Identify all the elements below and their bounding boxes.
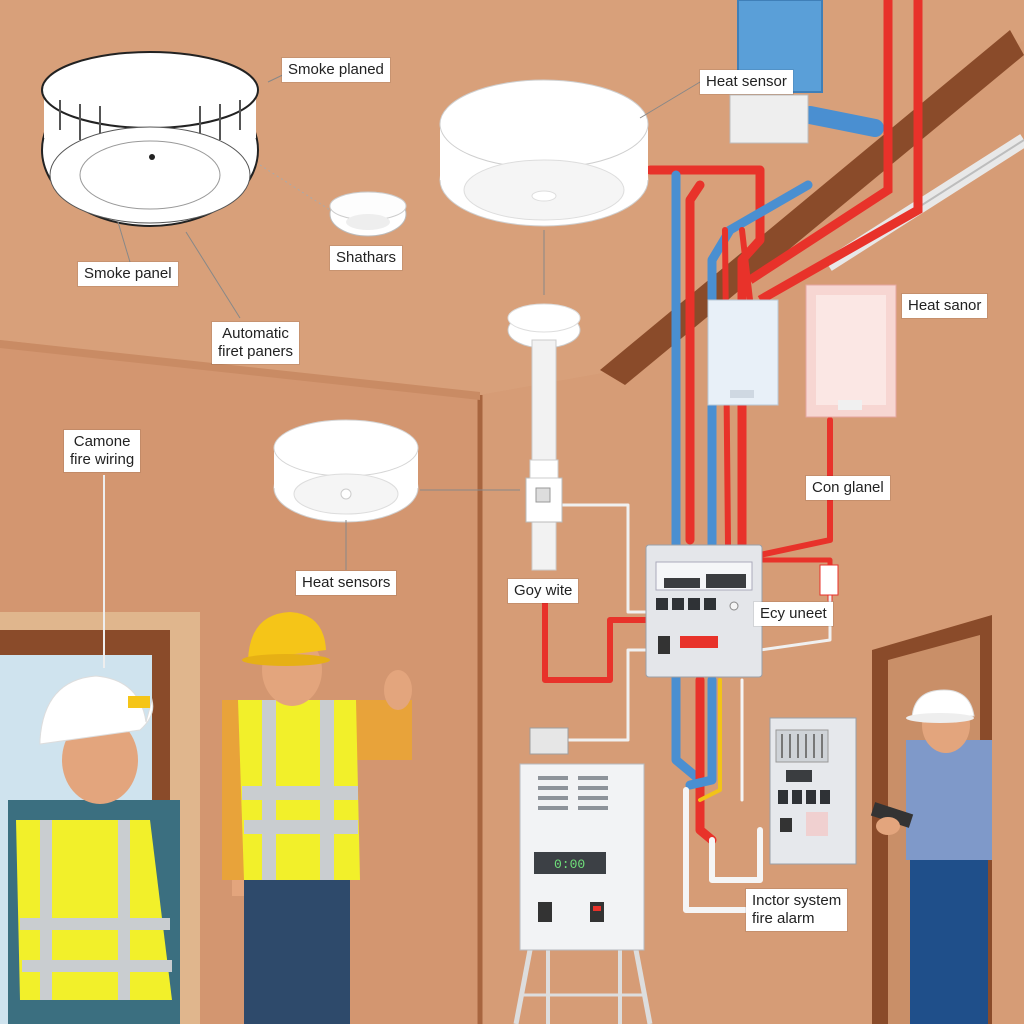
label-ecy-uneet: Ecy uneet <box>754 602 833 626</box>
label-automatic-line2: firet paners <box>218 343 294 360</box>
alarm-cabinet-display <box>534 852 606 874</box>
label-heat-sensors: Heat sensors <box>296 571 397 595</box>
smoke-detector-large <box>41 51 331 319</box>
worker-left <box>8 675 180 1024</box>
alarm-cabinet: 0:00 <box>513 763 653 1024</box>
drop-pipe <box>507 303 581 571</box>
side-panel <box>769 717 857 865</box>
label-inctor-line1: Inctor system <box>752 892 842 909</box>
label-inctor-line2: fire alarm <box>752 910 815 927</box>
label-automatic-fire-panels: Automatic firet paners <box>212 322 300 364</box>
small-sensor <box>329 191 407 237</box>
label-camone-fire-wiring: Camone fire wiring <box>64 430 141 472</box>
label-camone-line1: Camone <box>73 433 131 450</box>
label-goy-wite: Goy wite <box>508 579 579 603</box>
label-con-glanel: Con glanel <box>806 476 890 500</box>
wall-junction-boxes <box>529 284 897 755</box>
worker-middle <box>222 612 412 1024</box>
label-automatic-line1: Automatic <box>222 325 289 342</box>
alarm-cabinet-display-text: 0:00 <box>554 857 585 872</box>
label-smoke-panel: Smoke panel <box>78 262 178 286</box>
label-shathars: Shathars <box>330 246 403 270</box>
label-heat-sanor: Heat sanor <box>902 294 988 318</box>
label-camone-line2: fire wiring <box>70 451 135 468</box>
heat-sensor-wall <box>273 419 520 570</box>
control-unit <box>645 544 763 678</box>
label-heat-sensor-top: Heat sensor <box>700 70 793 94</box>
label-leader-lines <box>103 475 105 668</box>
smoke-detector-center <box>439 79 701 295</box>
label-inctor-system: Inctor system fire alarm <box>746 889 848 931</box>
label-smoke-planed: Smoke planed <box>282 58 390 82</box>
wire-bundle <box>542 165 833 913</box>
worker-right <box>870 689 992 1024</box>
